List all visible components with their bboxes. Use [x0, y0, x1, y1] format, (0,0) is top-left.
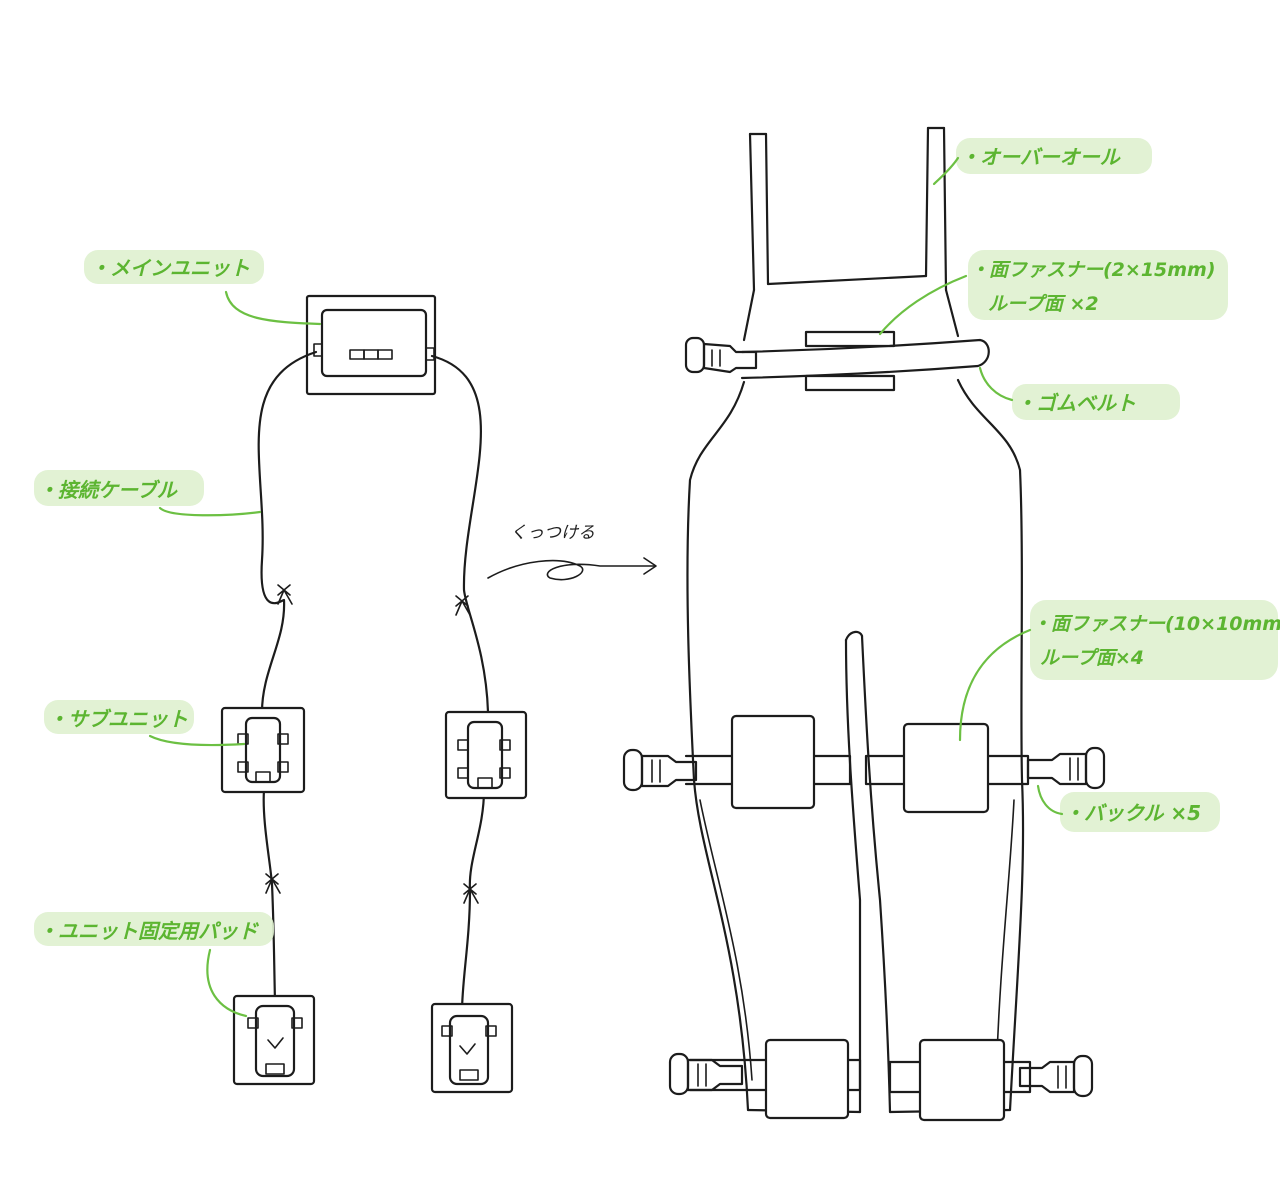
label-overall: ・オーバーオール — [932, 138, 1152, 186]
thigh-buckle-left — [622, 748, 698, 792]
svg-text:・面ファスナー(10×10mm): ・面ファスナー(10×10mm) — [1032, 613, 1280, 635]
svg-text:・面ファスナー(2×15mm): ・面ファスナー(2×15mm) — [970, 259, 1216, 281]
overall-garment — [622, 126, 1106, 1122]
thigh-fastener-right — [902, 722, 990, 814]
label-fastener-large: ・面ファスナー(2×15mm) ループ面 ×2 — [878, 250, 1228, 336]
thigh-fastener-left — [730, 714, 816, 810]
label-buckle: ・バックル ×5 — [1036, 784, 1220, 832]
unit-pad-right — [430, 1002, 514, 1094]
label-fastener-small: ・面ファスナー(10×10mm) ループ面×4 — [958, 600, 1280, 742]
svg-text:ループ面×4: ループ面×4 — [1040, 647, 1144, 669]
sub-unit-right — [444, 710, 528, 800]
svg-text:・ユニット固定用パッド: ・ユニット固定用パッド — [38, 919, 259, 943]
electronics-assembly — [220, 294, 528, 1094]
label-pad: ・ユニット固定用パッド — [34, 912, 274, 1018]
svg-text:・ゴムベルト: ・ゴムベルト — [1016, 391, 1136, 415]
label-main-unit: ・メインユニット — [84, 250, 322, 326]
waist-buckle — [684, 336, 758, 374]
main-unit — [305, 294, 437, 396]
svg-text:・接続ケーブル: ・接続ケーブル — [38, 478, 178, 502]
svg-text:・オーバーオール: ・オーバーオール — [960, 145, 1121, 169]
svg-text:ループ面 ×2: ループ面 ×2 — [988, 293, 1099, 315]
waist-fastener-bottom — [804, 374, 896, 392]
svg-text:・バックル ×5: ・バックル ×5 — [1064, 801, 1201, 825]
shin-buckle-right — [1018, 1054, 1094, 1098]
label-cable: ・接続ケーブル — [34, 470, 262, 517]
shin-fastener-right — [918, 1038, 1006, 1122]
svg-text:・サブユニット: ・サブユニット — [48, 707, 188, 731]
attach-arrow: くっつける — [487, 523, 657, 581]
connection-cable — [257, 350, 490, 1014]
shin-fastener-left — [764, 1038, 850, 1120]
svg-text:・メインユニット: ・メインユニット — [90, 256, 250, 280]
label-sub-unit: ・サブユニット — [44, 700, 246, 747]
thigh-buckle-right — [1026, 746, 1106, 790]
sub-unit-left — [220, 706, 306, 794]
label-rubber-belt: ・ゴムベルト — [978, 366, 1180, 420]
shin-buckle-left — [668, 1052, 744, 1096]
unit-pad-left — [232, 994, 316, 1086]
svg-text:くっつける: くっつける — [510, 523, 595, 543]
waist-fastener-top — [804, 330, 896, 348]
